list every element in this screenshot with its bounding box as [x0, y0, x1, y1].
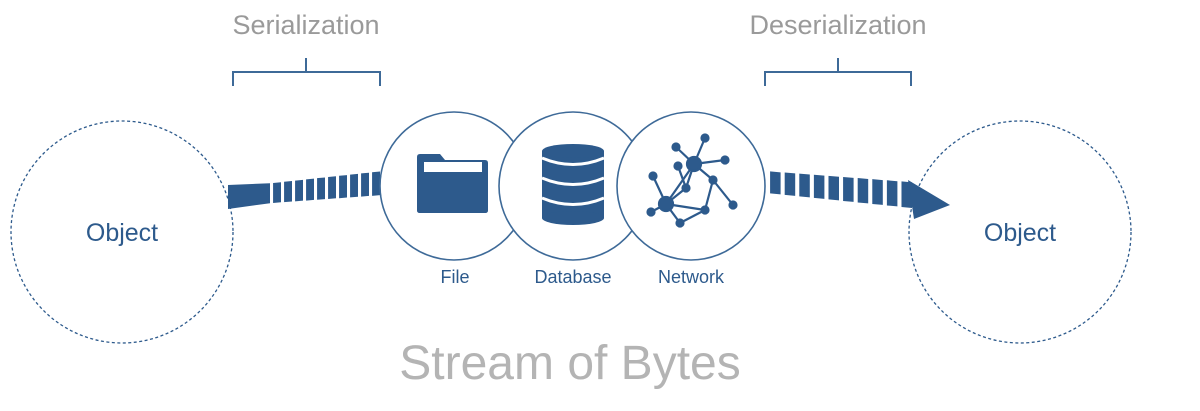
left-stream-segment [328, 176, 336, 199]
deserialization-bracket [764, 58, 912, 86]
right-stream-segment [784, 172, 796, 196]
right-stream-segment [813, 174, 825, 199]
left-stream-segment [295, 179, 303, 202]
database-label: Database [534, 267, 612, 287]
target-object-label: Object [983, 219, 1057, 247]
right-stream-segment [770, 171, 781, 195]
left-stream-wedge [228, 183, 270, 209]
network-circle [616, 111, 766, 261]
stream-arrowhead [908, 180, 950, 219]
serialization-label: Serialization [232, 10, 380, 40]
left-stream-segment [306, 178, 314, 201]
folder-icon [417, 154, 488, 213]
left-stream-segment [317, 177, 325, 200]
left-stream-segment [284, 181, 292, 203]
right-stream-segment [872, 179, 883, 205]
left-stream-segment [372, 171, 380, 196]
right-stream-segment [857, 178, 869, 204]
right-stream-segment [828, 175, 839, 201]
target-object-circle [908, 120, 1132, 344]
right-stream-segment [799, 173, 810, 198]
file-label: File [440, 267, 470, 287]
right-stream-segment [843, 176, 854, 202]
source-object-label: Object [85, 219, 159, 247]
database-icon [541, 144, 605, 225]
left-stream-segment [350, 173, 358, 198]
left-stream-segment [339, 175, 347, 199]
right-stream-segment [886, 180, 898, 207]
left-byte-stream [228, 171, 380, 209]
left-stream-segment [361, 172, 369, 197]
left-stream-segment [273, 182, 281, 203]
deserialization-label: Deserialization [749, 10, 927, 40]
network-label: Network [657, 267, 725, 287]
source-object-circle [10, 120, 234, 344]
serialization-bracket [232, 58, 381, 86]
right-byte-stream [770, 171, 912, 208]
network-icon [646, 133, 738, 228]
stream-of-bytes-title: Stream of Bytes [399, 337, 741, 390]
